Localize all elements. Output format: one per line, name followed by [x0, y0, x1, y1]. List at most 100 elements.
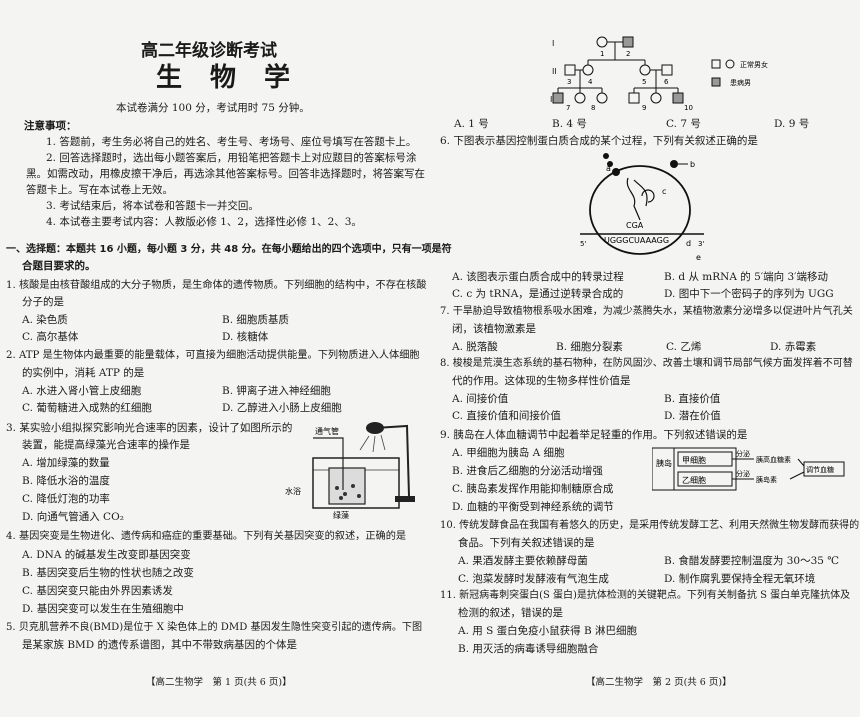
q7-option-d[interactable]: D. 赤霉素: [770, 341, 817, 353]
q9-option-a[interactable]: A. 甲细胞为胰岛 A 细胞: [452, 447, 565, 459]
fig-label-tube: 通气管: [315, 426, 339, 436]
q7-stem: 7. 干旱胁迫导致植物根系吸水困难，为减少蒸腾失水，某植物激素分泌增多以促进叶片…: [440, 306, 853, 317]
q2-option-b[interactable]: B. 钾离子进入神经细胞: [222, 385, 331, 397]
q6-stem: 6. 下图表示基因控制蛋白质合成的某个过程，下列有关叙述正确的是: [440, 135, 758, 147]
q10-option-c[interactable]: C. 泡菜发酵时发酵液有气泡生成: [458, 573, 609, 585]
q10-option-a[interactable]: A. 果酒发酵主要依赖酵母菌: [458, 555, 588, 567]
svg-text:分泌: 分泌: [736, 469, 750, 478]
pedigree-female: [596, 36, 608, 48]
svg-text:3': 3': [698, 240, 704, 248]
q1-option-d[interactable]: D. 核糖体: [222, 331, 269, 343]
q1-option-b[interactable]: B. 细胞质基质: [222, 314, 289, 326]
q4-option-d[interactable]: D. 基因突变可以发生在生殖细胞中: [22, 603, 184, 615]
q3-option-d[interactable]: D. 向通气管通入 CO₂: [22, 511, 124, 523]
svg-text:b: b: [690, 160, 695, 169]
pedigree-male: [564, 64, 576, 76]
q11-option-b[interactable]: B. 用灭活的病毒诱导细胞融合: [458, 643, 599, 655]
q8-option-b[interactable]: B. 直接价值: [664, 393, 721, 405]
q3-option-b[interactable]: B. 降低水浴的温度: [22, 475, 110, 487]
q3-option-a[interactable]: A. 增加绿藻的数量: [22, 457, 110, 469]
q8-stem: 8. 梭梭是荒漠生态系统的基石物种，在防风固沙、改善土壤和调节局部气候方面发挥着…: [440, 358, 853, 369]
q9-option-d[interactable]: D. 血糖的平衡受到神经系统的调节: [452, 501, 614, 513]
trna: [626, 177, 648, 221]
svg-text:2: 2: [626, 50, 630, 58]
pedigree-affected-male: [552, 92, 564, 104]
q3-option-c[interactable]: C. 降低灯泡的功率: [22, 493, 110, 505]
pedigree-female: [574, 92, 586, 104]
page-2: I II III 1 2 3 4 5 6: [430, 0, 859, 717]
q3-apparatus-figure: 通气管 水浴 绿藻: [285, 422, 415, 520]
gen-label: I: [552, 39, 554, 48]
q2-option-a[interactable]: A. 水进入肾小管上皮细胞: [22, 385, 142, 397]
water-bath: [312, 457, 400, 509]
svg-text:d: d: [686, 239, 691, 248]
pedigree-female: [639, 64, 651, 76]
q11-stem: 11. 新冠病毒刺突蛋白(S 蛋白)是抗体检测的关键靶点。下列有关制备抗 S 蛋…: [440, 590, 851, 601]
q8-option-d[interactable]: D. 潜在价值: [664, 410, 721, 422]
q2-stem-cont: 的实例中，消耗 ATP 的是: [22, 367, 145, 379]
q2-option-d[interactable]: D. 乙醇进入小肠上皮细胞: [222, 402, 342, 414]
q3-stem-cont: 装置，能提高绿藻光合速率的操作是: [22, 439, 190, 451]
svg-text:调节血糖: 调节血糖: [806, 465, 834, 474]
q9-option-b[interactable]: B. 进食后乙细胞的分泌活动增强: [452, 465, 603, 477]
q1-option-c[interactable]: C. 高尔基体: [22, 331, 79, 343]
islet-box: [652, 447, 737, 491]
svg-text:6: 6: [664, 78, 669, 86]
q11-option-a[interactable]: A. 用 S 蛋白免疫小鼠获得 B 淋巴细胞: [458, 625, 638, 637]
q8-option-c[interactable]: C. 直接价值和间接价值: [452, 410, 561, 422]
q7-stem-cont: 闭，该植物激素是: [452, 323, 536, 335]
lamp-arm: [374, 424, 410, 497]
q9-option-c[interactable]: C. 胰岛素发挥作用能抑制糖原合成: [452, 483, 614, 495]
svg-text:1: 1: [600, 50, 604, 58]
fig-label-water: 水浴: [285, 486, 301, 496]
svg-text:8: 8: [591, 104, 595, 112]
notice-item: 1. 答题前，考生务必将自己的姓名、考生号、考场号、座位号填写在答题卡上。: [46, 136, 417, 148]
notice-item: 3. 考试结束后，将本试卷和答题卡一并交回。: [46, 200, 259, 212]
q5-stem-cont: 是某家族 BMD 的遗传系谱图，其中不带致病基因的个体是: [22, 639, 298, 651]
page-footer: 【高二生物学 第 2 页(共 6 页)】: [586, 677, 732, 688]
q7-option-c[interactable]: C. 乙烯: [666, 341, 702, 353]
blood-sugar-box: [803, 461, 845, 477]
notice-heading: 注意事项：: [24, 120, 77, 132]
pedigree-female: [582, 64, 594, 76]
svg-text:e: e: [696, 253, 701, 262]
q4-option-a[interactable]: A. DNA 的碱基发生改变即基因突变: [22, 549, 191, 561]
q5-stem: 5. 贝克肌营养不良(BMD)是位于 X 染色体上的 DMD 基因发生隐性突变引…: [6, 622, 423, 633]
pedigree-affected-male: [622, 36, 634, 48]
svg-text:4: 4: [588, 78, 593, 86]
q5-option-b[interactable]: B. 4 号: [552, 118, 587, 130]
svg-text:5: 5: [642, 78, 646, 86]
q3-stem: 3. 某实验小组拟探究影响光合速率的因素，设计了如图所示的: [6, 422, 293, 434]
legend-female-icon: [725, 59, 735, 69]
q10-stem-cont: 食品。下列有关叙述错误的是: [458, 537, 595, 549]
q4-option-b[interactable]: B. 基因突变后生物的性状也随之改变: [22, 567, 194, 579]
q6-option-d[interactable]: D. 图中下一个密码子的序列为 UGG: [664, 288, 834, 300]
q7-option-b[interactable]: B. 细胞分裂素: [556, 341, 623, 353]
q10-option-b[interactable]: B. 食醋发酵要控制温度为 30～35 ℃: [664, 555, 840, 567]
svg-text:UGGGCUAAAGG: UGGGCUAAAGG: [604, 236, 669, 245]
q4-option-c[interactable]: C. 基因突变只能由外界因素诱发: [22, 585, 173, 597]
pedigree-affected-male: [672, 92, 684, 104]
exam-title: 高二年级诊断考试: [141, 41, 277, 61]
q4-stem: 4. 基因突变是生物进化、遗传病和癌症的重要基础。下列有关基因突变的叙述，正确的…: [6, 531, 407, 542]
svg-text:a: a: [606, 164, 611, 173]
svg-text:胰高血糖素: 胰高血糖素: [756, 455, 791, 464]
svg-text:9: 9: [642, 104, 646, 112]
q5-option-a[interactable]: A. 1 号: [454, 118, 489, 130]
q6-option-b[interactable]: B. d 从 mRNA 的 5′端向 3′端移动: [664, 271, 829, 283]
legend-affected-label: 患病男: [730, 78, 751, 87]
legend-affected-icon: [711, 77, 721, 87]
q10-option-d[interactable]: D. 制作腐乳要保持全程无氧环境: [664, 573, 816, 585]
q7-option-a[interactable]: A. 脱落酸: [452, 341, 498, 353]
q8-option-a[interactable]: A. 间接价值: [452, 393, 509, 405]
q1-option-a[interactable]: A. 染色质: [22, 314, 68, 326]
q2-option-c[interactable]: C. 葡萄糖进入成熟的红细胞: [22, 402, 152, 414]
q6-option-a[interactable]: A. 该图表示蛋白质合成中的转录过程: [452, 271, 624, 283]
q6-option-c[interactable]: C. c 为 tRNA，是通过逆转录合成的: [452, 288, 624, 300]
page-1: 高二年级诊断考试 生物学 本试卷满分 100 分，考试用时 75 分钟。 注意事…: [0, 0, 452, 717]
q9-stem: 9. 胰岛在人体血糖调节中起着举足轻重的作用。下列叙述错误的是: [440, 429, 748, 441]
svg-text:乙细胞: 乙细胞: [682, 475, 706, 485]
q5-option-c[interactable]: C. 7 号: [666, 118, 701, 130]
q5-option-d[interactable]: D. 9 号: [774, 118, 810, 130]
